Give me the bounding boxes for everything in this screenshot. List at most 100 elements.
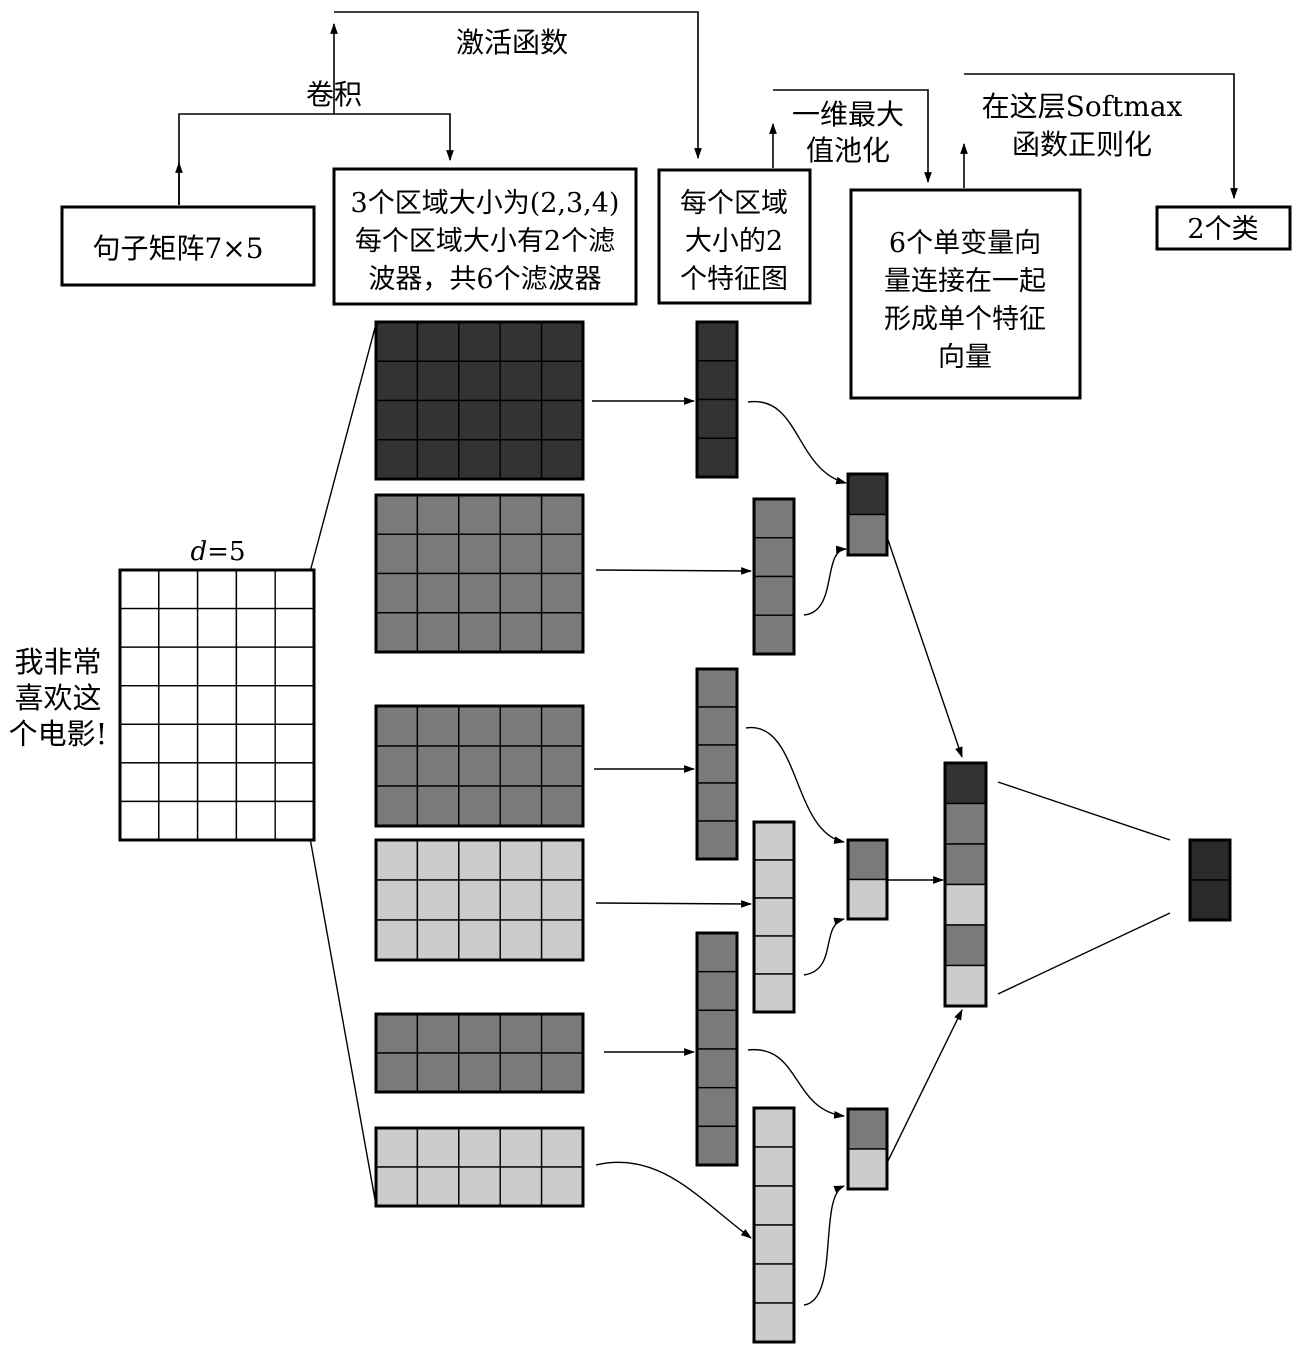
filter-3-cell <box>499 745 543 787</box>
feature-map-5-cell <box>696 1086 738 1128</box>
pooled-pair-1-cell <box>847 513 888 556</box>
arrow-pool3-concat <box>885 1009 963 1166</box>
sentence-line3: 个电影! <box>9 717 108 751</box>
pooled-pair-1-border <box>846 472 889 557</box>
filter-6 <box>374 1126 585 1208</box>
pooled-pair-1 <box>846 472 889 557</box>
filter-3-cell <box>416 745 460 787</box>
filter-3-cell <box>416 785 460 827</box>
filter-1-cell <box>375 399 419 441</box>
filter-6-cell <box>540 1127 584 1168</box>
sentence-matrix-grid-cell <box>274 762 315 803</box>
filter-4-cell <box>499 839 543 881</box>
feature-maps-box: 每个区域 大小的2 个特征图 <box>657 168 812 305</box>
filter-3-border <box>374 704 585 828</box>
arrow-pool1-concat <box>885 533 963 759</box>
pooled-pair-3-cell <box>847 1108 888 1150</box>
filter-5-cell <box>540 1013 584 1054</box>
sentence-matrix-grid-cell <box>274 646 315 687</box>
output-vector-cell <box>1189 879 1231 921</box>
filters-box: 3个区域大小为(2,3,4) 每个区域大小有2个滤 波器，共6个滤波器 <box>332 167 638 306</box>
filter-5-cell <box>499 1052 543 1093</box>
maxpool-label-line2: 值池化 <box>806 134 890 167</box>
filter-3-cell <box>458 785 501 827</box>
filter-4-cell <box>416 919 460 961</box>
filters-text-line3: 波器，共6个滤波器 <box>368 264 601 295</box>
filter-6-cell <box>499 1127 543 1168</box>
feature-map-4 <box>752 820 796 1014</box>
concat-vector-cell <box>944 964 987 1007</box>
sentence-matrix-grid-cell <box>119 723 160 764</box>
filter-4-cell <box>499 879 543 921</box>
filter-5-cell <box>375 1052 419 1093</box>
sentence-matrix-grid-cell <box>274 685 315 725</box>
convolution-label: 卷积 <box>306 78 362 111</box>
filter-5-cell <box>375 1013 419 1054</box>
filter-1-cell <box>416 399 460 441</box>
filter-3-cell <box>540 785 584 827</box>
filter-4-cell <box>375 839 419 881</box>
filter-1-cell <box>540 321 584 362</box>
feature-map-2-cell <box>753 575 795 616</box>
concat-vector-cell <box>944 843 987 886</box>
top-flow-lines <box>175 11 1238 205</box>
feature-map-4-cell <box>753 935 795 975</box>
feature-map-3-cell <box>696 820 738 860</box>
filter-4-cell <box>416 879 460 921</box>
feature-map-4-cell <box>753 859 795 899</box>
feature-map-1-cell <box>696 437 738 478</box>
sentence-matrix-grid-cell <box>196 607 238 648</box>
feature-map-1-cell <box>696 398 738 439</box>
filter-1-cell <box>540 439 584 480</box>
filter-5-cell <box>416 1013 460 1054</box>
feature-map-6-cell <box>753 1107 795 1148</box>
sentence-matrix-grid-cell <box>158 685 199 725</box>
connection-arrows <box>592 397 1171 1306</box>
filter-6-cell <box>499 1166 543 1207</box>
filter-2-cell <box>499 612 543 653</box>
filter-6-cell <box>375 1127 419 1168</box>
pooled-pair-2 <box>846 838 889 921</box>
filter-4-cell <box>375 919 419 961</box>
filter-4-cell <box>416 839 460 881</box>
feature-map-5-cell <box>696 1125 738 1166</box>
sentence-matrix-grid-cell <box>119 607 160 648</box>
filter-1-cell <box>499 321 543 362</box>
filter-1-cell <box>375 360 419 402</box>
filter-2-cell <box>416 572 460 614</box>
filter-3-cell <box>499 785 543 827</box>
filter-4-cell <box>499 919 543 961</box>
filter-1-border <box>374 320 585 481</box>
feature-map-5-border <box>695 931 739 1167</box>
arrow-map5-pool3 <box>747 1049 846 1119</box>
sentence-matrix-grid-cell <box>119 685 160 725</box>
filter-2-cell <box>375 494 419 535</box>
filter-6-cell <box>375 1166 419 1207</box>
sentence-matrix-grid-cell <box>235 762 276 803</box>
filter-2-cell <box>499 494 543 535</box>
feature-map-5-cell <box>696 932 738 973</box>
filter-4-cell <box>458 919 501 961</box>
output-vector-cell <box>1189 839 1231 881</box>
filter-2-cell <box>375 533 419 575</box>
filter-2-cell <box>499 572 543 614</box>
sentence-matrix-grid-border <box>118 568 316 842</box>
filter-1-cell <box>540 399 584 441</box>
filter-2-cell <box>416 612 460 653</box>
filter-4-cell <box>375 879 419 921</box>
sentence-matrix-grid-cell <box>119 569 160 610</box>
filters-text-line2: 每个区域大小有2个滤 <box>355 226 615 257</box>
filter-5-cell <box>540 1052 584 1093</box>
sentence-matrix-grid-cell <box>158 569 199 610</box>
sentence-line1: 我非常 <box>14 645 101 679</box>
sentence-matrix-box: 句子矩阵7×5 <box>60 205 316 287</box>
sentence-line2: 喜欢这 <box>14 681 101 715</box>
sentence-matrix-grid-cell <box>196 569 238 610</box>
arrow-map1-pool1 <box>747 401 848 485</box>
filters-text-line1: 3个区域大小为(2,3,4) <box>351 188 620 219</box>
feature-map-3-cell <box>696 782 738 822</box>
pooled-pair-3-border <box>846 1107 889 1191</box>
pooled-pair-1-cell <box>847 473 888 516</box>
feature-map-6-cell <box>753 1185 795 1226</box>
sentence-matrix-grid-cell <box>119 800 160 841</box>
